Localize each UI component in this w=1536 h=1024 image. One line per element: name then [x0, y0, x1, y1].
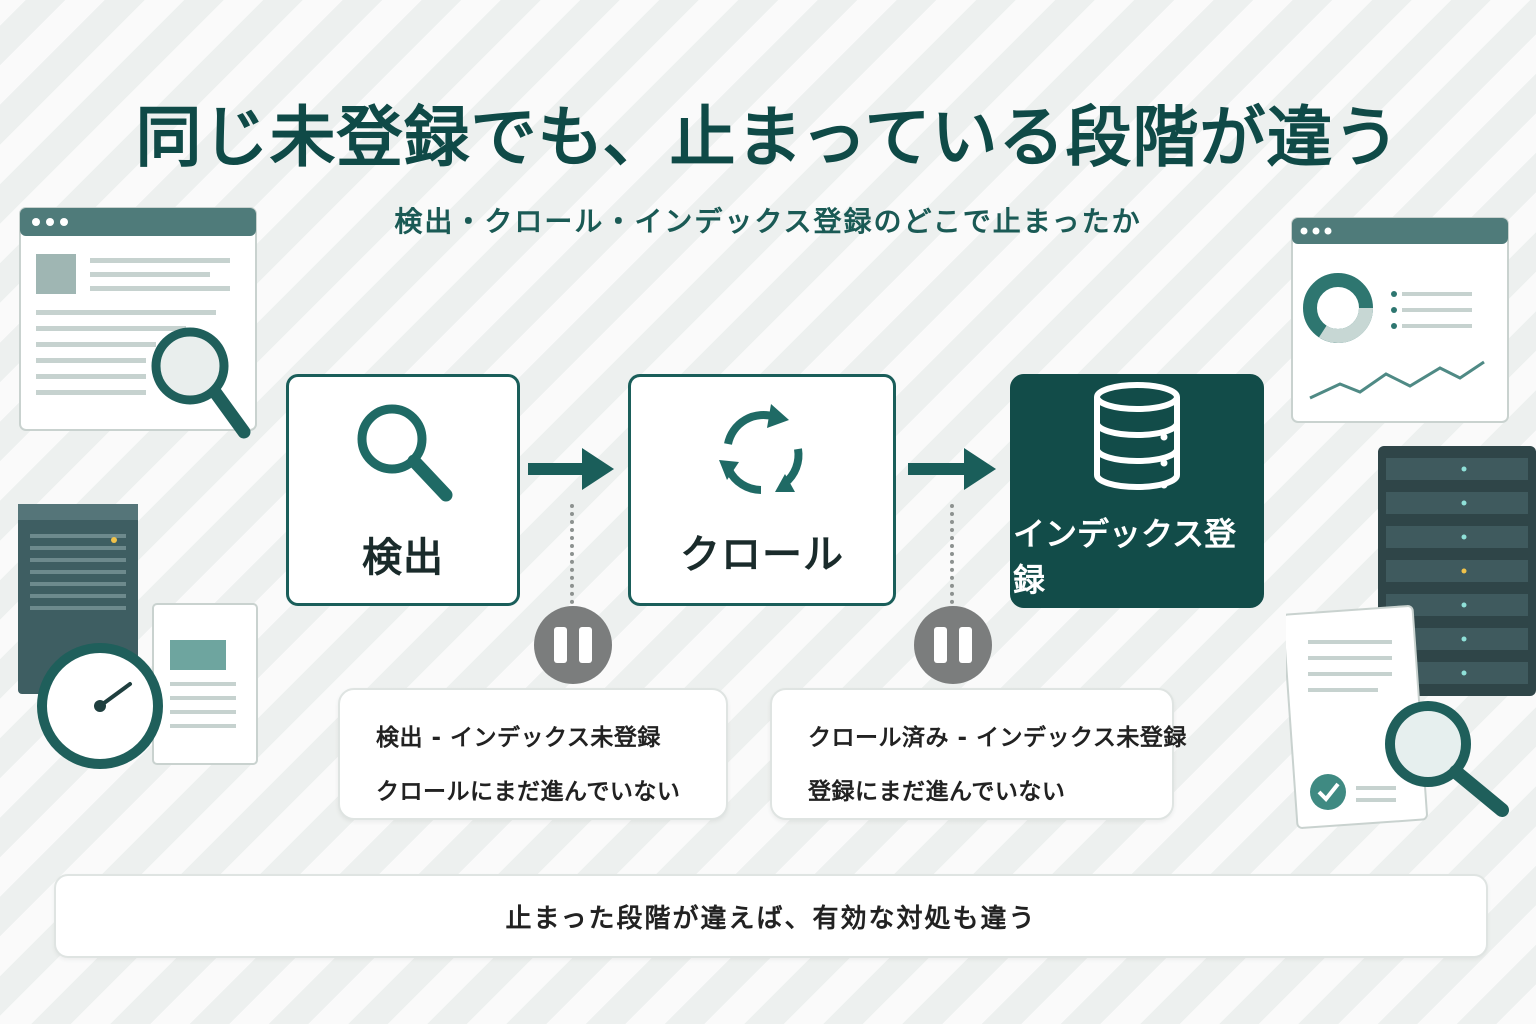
dotted-connector: [570, 504, 574, 604]
dashboard-chart-icon: [1291, 217, 1509, 423]
page-subtitle: 検出・クロール・インデックス登録のどこで止まったか: [394, 205, 1142, 238]
note-detected-not-indexed: 検出 - インデックス未登録 クロールにまだ進んでいない: [338, 688, 728, 820]
stage-index: インデックス登録: [1010, 374, 1264, 608]
stage-label: クロール: [680, 532, 844, 578]
stage-detection: 検出: [286, 374, 520, 606]
note-crawled-not-indexed: クロール済み - インデックス未登録 登録にまだ進んでいない: [770, 688, 1187, 820]
stage-label: インデックス登録: [1013, 515, 1237, 599]
stage-label: 検出: [362, 535, 444, 581]
browser-search-illustration: [18, 206, 262, 454]
note-description: クロールにまだ進んでいない: [376, 779, 681, 805]
arrow-right-icon: [528, 448, 614, 490]
note-description: 登録にまだ進んでいない: [808, 779, 1066, 805]
magnifier-icon: [357, 404, 453, 502]
stage-crawl: クロール: [628, 374, 896, 606]
note-status: 検出 - インデックス未登録: [376, 725, 661, 751]
note-status: クロール済み - インデックス未登録: [808, 725, 1187, 751]
database-icon: [1094, 382, 1180, 490]
arrow-right-icon: [908, 448, 996, 490]
rack-document-illustration: [1282, 446, 1536, 848]
conclusion-text: 止まった段階が違えば、有効な対処も違う: [505, 903, 1037, 934]
dotted-connector: [950, 504, 954, 604]
pause-icon: [914, 606, 992, 684]
cycle-arrows-icon: [719, 404, 803, 494]
browser-window-icon: [19, 207, 257, 439]
page-title: 同じ未登録でも、止まっている段階が違う: [135, 99, 1401, 176]
server-rack-icon: [1282, 446, 1536, 829]
server-gauge-illustration: [18, 504, 268, 778]
pause-icon: [534, 606, 612, 684]
conclusion-bar: 止まった段階が違えば、有効な対処も違う: [54, 874, 1488, 958]
server-icon: [18, 504, 258, 769]
dashboard-illustration: [1290, 216, 1512, 430]
